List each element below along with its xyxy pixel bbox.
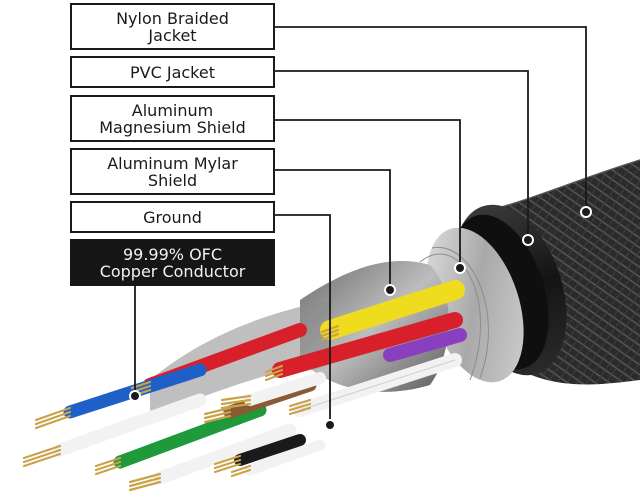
label-pvc-line1: PVC Jacket [130, 62, 215, 82]
label-nylon-braided-jacket: Nylon Braided Jacket [70, 3, 275, 50]
label-alu-mag-line2: Magnesium Shield [99, 117, 246, 137]
label-aluminum-mylar-shield: Aluminum Mylar Shield [70, 148, 275, 195]
label-alu-mag-line1: Aluminum [131, 100, 214, 120]
label-aluminum-magnesium-shield: Aluminum Magnesium Shield [70, 95, 275, 142]
label-ground-line1: Ground [143, 207, 202, 227]
label-nylon-line2: Jacket [148, 25, 197, 45]
label-alu-mylar-line1: Aluminum Mylar [107, 153, 238, 173]
label-copper-line1: 99.99% OFC [122, 244, 223, 264]
leader-lines [134, 26, 587, 425]
label-alu-mylar-line2: Shield [147, 170, 198, 190]
label-nylon-line1: Nylon Braided [116, 8, 229, 28]
label-copper-line2: Copper Conductor [99, 261, 246, 281]
conductor-wires [53, 280, 467, 485]
label-ground: Ground [70, 201, 275, 233]
label-copper-conductor: 99.99% OFC Copper Conductor [70, 239, 275, 286]
leader-dots [129, 206, 592, 431]
label-pvc-jacket: PVC Jacket [70, 56, 275, 88]
